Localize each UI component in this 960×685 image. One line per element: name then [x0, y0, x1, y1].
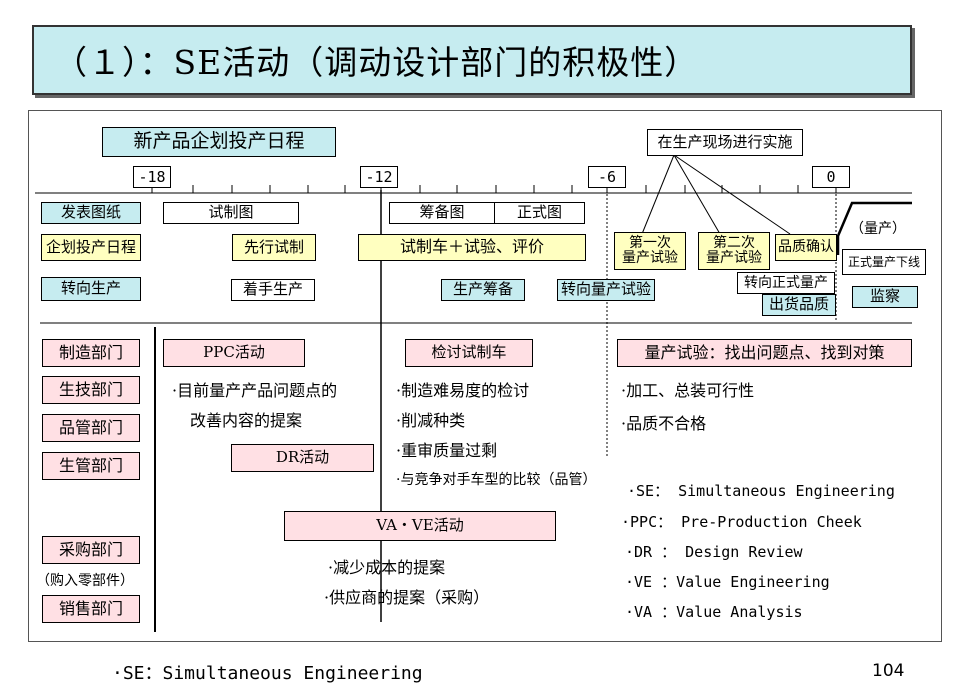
- ppc-item-1: ·目前量产产品问题点的: [172, 381, 338, 400]
- bar-trial-drawing: 试制图: [163, 202, 299, 224]
- abbr-ppc: ·PPC： Pre-Production Cheek: [621, 513, 862, 531]
- row-header-transfer: 转向生产: [41, 277, 141, 301]
- bar-to-mass-trial: 转向量产试验: [557, 279, 655, 301]
- second-mass-trial-line2: 量产试验: [706, 250, 762, 266]
- first-mass-trial-line2: 量产试验: [622, 250, 678, 266]
- dept-production-engineering: 生技部门: [42, 376, 140, 404]
- bar-production-prep: 生产筹备: [441, 279, 525, 301]
- review-item-3: ·重审质量过剩: [396, 441, 498, 460]
- onsite-label: 在生产现场进行实施: [647, 129, 803, 156]
- footer-note: ·SE：Simultaneous Engineering: [112, 663, 423, 684]
- second-mass-trial-line1: 第二次: [713, 235, 755, 252]
- bar-first-mass-trial: 第一次 量产试验: [614, 232, 686, 270]
- diagram-frame: [28, 110, 942, 642]
- dept-purchasing: 采购部门: [42, 536, 140, 564]
- dept-manufacturing: 制造部门: [42, 339, 140, 367]
- mass-production-label: （量产）: [850, 221, 906, 237]
- bar-monitor: 监察: [852, 286, 918, 308]
- dr-activity-box: DR活动: [231, 444, 374, 472]
- ppc-item-2: 改善内容的提案: [190, 411, 303, 430]
- slide-title: （１）：SE活动（调动设计部门的积极性）: [32, 25, 912, 95]
- review-item-1: ·制造难易度的检讨: [396, 381, 530, 400]
- tick-minus12: -12: [360, 166, 398, 188]
- vave-item-2: ·供应商的提案（采购）: [324, 588, 490, 607]
- bar-shipping-quality: 出货品质: [762, 294, 836, 316]
- review-trial-car-box: 检讨试制车: [405, 339, 533, 367]
- bar-second-mass-trial: 第二次 量产试验: [698, 232, 770, 270]
- schedule-label: 新产品企划投产日程: [102, 127, 336, 157]
- review-item-2: ·削减种类: [396, 411, 466, 430]
- timeline-minor-ticks: [151, 185, 837, 193]
- bar-prep-drawing: 筹备图: [389, 202, 495, 224]
- dept-production-control: 生管部门: [42, 452, 140, 480]
- bar-to-formal-mass: 转向正式量产: [737, 272, 835, 294]
- mass-production-step: [836, 201, 912, 255]
- dept-quality-control: 品管部门: [42, 414, 140, 442]
- mass-trial-box: 量产试验：找出问题点、找到对策: [617, 339, 912, 367]
- bar-pre-trial: 先行试制: [232, 234, 316, 261]
- tick-minus18: -18: [133, 166, 171, 188]
- review-item-4: ·与竞争对手车型的比较（品管）: [396, 472, 597, 488]
- abbr-dr: ·DR ： Design Review: [625, 543, 803, 561]
- bar-start-production: 着手生产: [231, 279, 315, 301]
- ppc-activity-box: PPC活动: [163, 339, 305, 367]
- vave-activity-box: VA・VE活动: [284, 511, 556, 541]
- abbr-va: ·VA ：Value Analysis: [625, 603, 803, 621]
- row-header-drawing: 发表图纸: [41, 202, 141, 224]
- vave-item-1: ·减少成本的提案: [328, 558, 446, 577]
- row-header-plan: 企划投产日程: [41, 234, 141, 261]
- dept-purchasing-note: （购入零部件）: [36, 573, 134, 589]
- bar-trial-car: 试制车＋试验、评价: [358, 234, 586, 261]
- onsite-connector-lines: [641, 154, 791, 235]
- bar-formal-drawing: 正式图: [494, 202, 585, 224]
- abbr-ve: ·VE ：Value Engineering: [625, 573, 830, 591]
- bar-formal-line-off: 正式量产下线: [842, 249, 926, 275]
- tick-minus6: -6: [588, 166, 626, 188]
- mass-trial-item-2: ·品质不合格: [621, 414, 707, 433]
- abbr-se: ·SE： Simultaneous Engineering: [627, 482, 895, 500]
- mass-trial-item-1: ·加工、总装可行性: [621, 381, 755, 400]
- dept-sales: 销售部门: [42, 595, 140, 623]
- bar-quality-confirm: 品质确认: [775, 234, 837, 261]
- tick-zero: 0: [812, 166, 850, 188]
- page-number: 104: [872, 661, 905, 681]
- first-mass-trial-line1: 第一次: [629, 235, 671, 252]
